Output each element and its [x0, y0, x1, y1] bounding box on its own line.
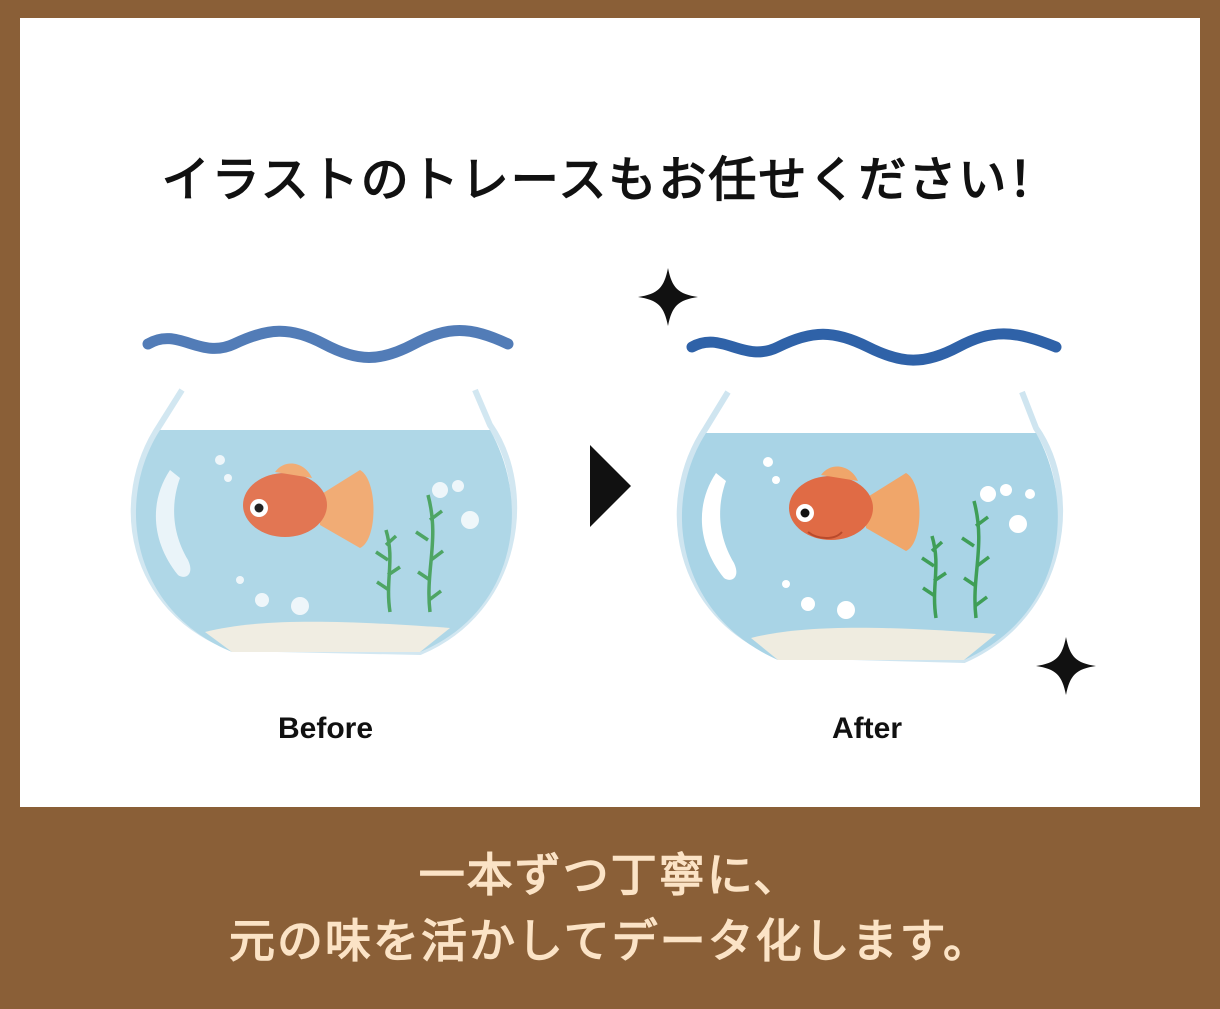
sparkle-icon — [638, 268, 698, 326]
before-seaweed — [375, 494, 445, 613]
after-label: After — [832, 712, 903, 745]
after-fishbowl — [676, 328, 1063, 664]
footer-line-2: 元の味を活かしてデータ化します。 — [228, 914, 992, 968]
after-fish — [789, 466, 920, 551]
after-seaweed — [921, 500, 991, 619]
footer-message: 一本ずつ丁寧に、 元の味を活かしてデータ化します。 — [0, 842, 1220, 974]
footer-line-1: 一本ずつ丁寧に、 — [418, 848, 802, 902]
before-fishbowl — [130, 325, 518, 656]
sparkle-icon — [1036, 637, 1096, 695]
before-fish — [243, 463, 374, 548]
arrow-right-icon — [590, 445, 631, 527]
before-label: Before — [278, 712, 374, 745]
white-panel — [20, 18, 1200, 807]
headline: イラストのトレースもお任せください！ — [161, 152, 1059, 208]
